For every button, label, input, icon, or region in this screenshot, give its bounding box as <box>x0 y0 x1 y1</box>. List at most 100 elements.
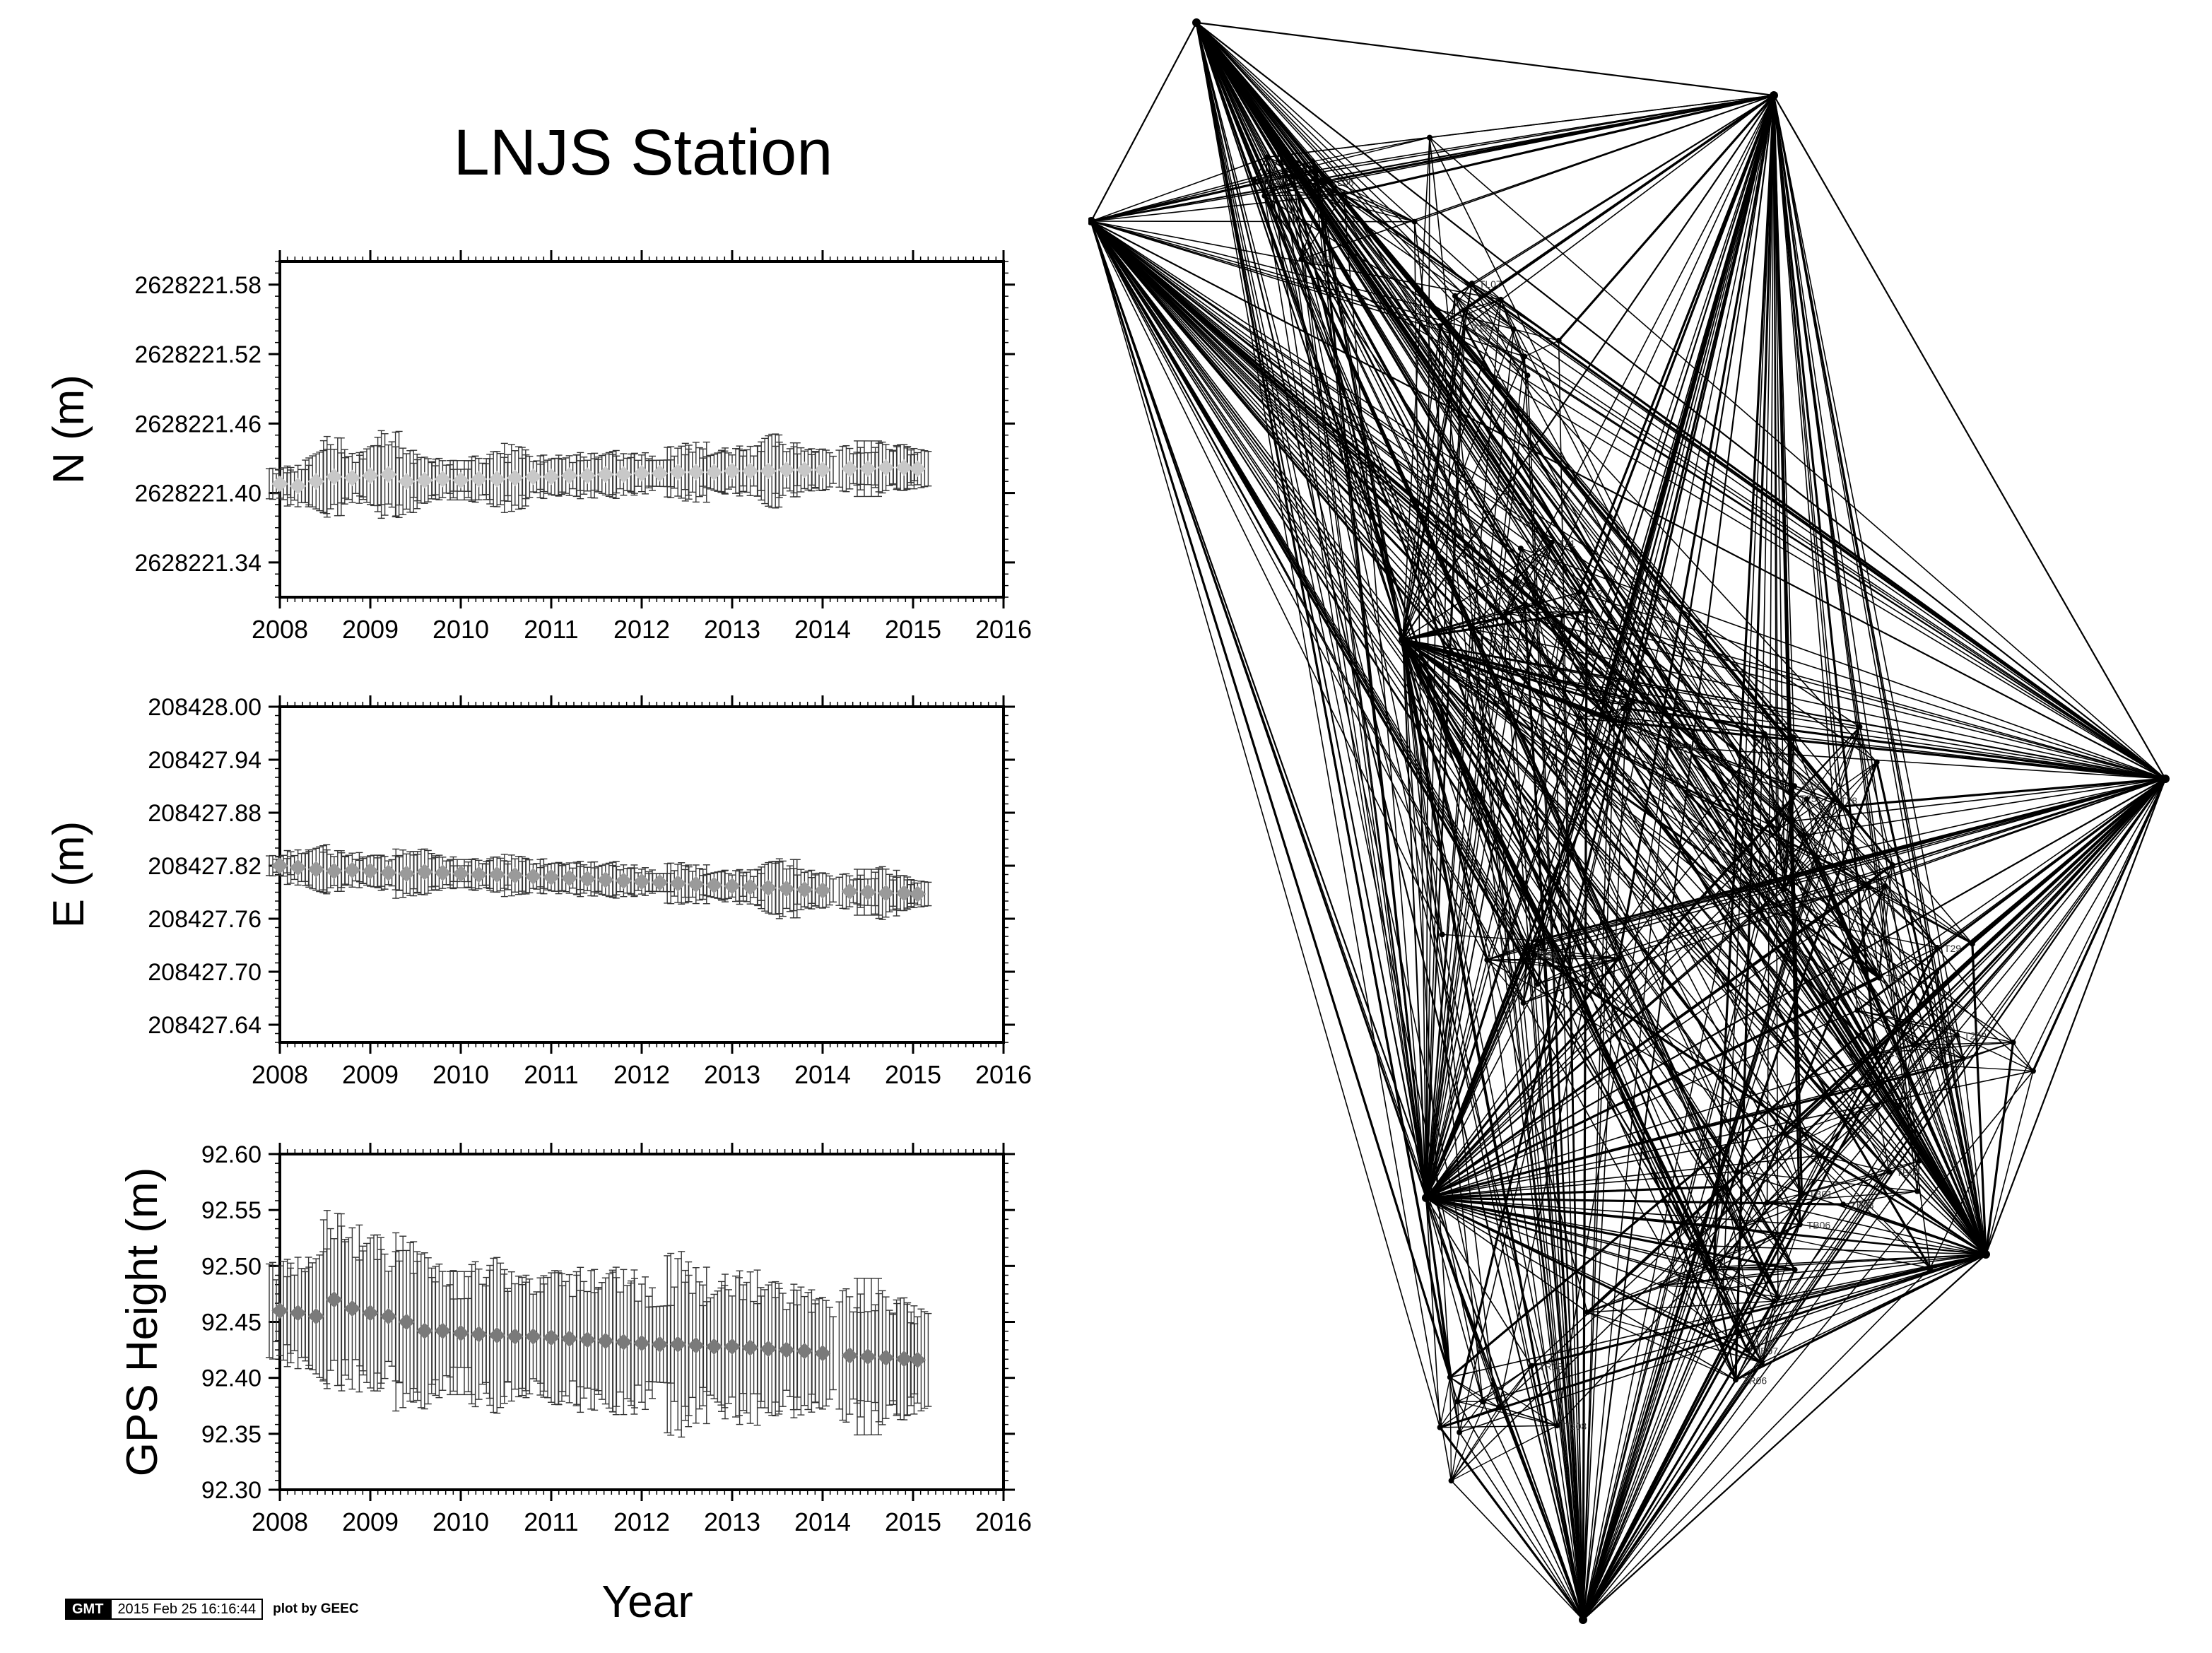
baseline <box>1840 777 2167 808</box>
baseline <box>1449 1377 1452 1481</box>
data-point <box>380 864 397 881</box>
baseline <box>1090 220 1890 1173</box>
data-point <box>895 885 912 902</box>
station-marker <box>1960 1055 1966 1061</box>
data-point <box>651 1336 669 1353</box>
station-label: TL07 <box>1479 278 1502 290</box>
data-point <box>796 1342 813 1360</box>
baseline <box>1482 1254 1987 1403</box>
x-tick-label: 2016 <box>975 615 1032 644</box>
baseline <box>1724 1186 1775 1302</box>
baseline <box>1470 628 1555 680</box>
hub-station-marker <box>1088 217 1095 225</box>
baseline <box>1195 21 1404 641</box>
station-marker <box>1934 969 1940 975</box>
station-label: TL06 <box>1331 177 1354 188</box>
chart-title: LNJS Station <box>453 117 833 189</box>
data-point <box>507 1328 524 1345</box>
baseline <box>1090 220 1724 1290</box>
baseline <box>1471 283 1560 341</box>
baseline <box>1722 1288 1748 1351</box>
baseline <box>1912 1042 2014 1046</box>
station-label: T35 <box>1535 949 1552 960</box>
station-marker <box>1276 150 1283 156</box>
baseline <box>1724 1186 1796 1271</box>
station-marker <box>1630 699 1636 705</box>
baseline <box>1090 220 1502 300</box>
station-marker <box>1484 957 1490 963</box>
baseline <box>1735 1362 1763 1381</box>
baseline <box>1450 1365 1532 1481</box>
station-label: T28 <box>1840 795 1857 806</box>
baseline <box>1524 355 1584 1620</box>
station-marker <box>1448 1478 1454 1484</box>
baseline <box>1892 864 1987 1255</box>
baseline <box>1524 542 1552 606</box>
station-marker <box>1789 794 1796 801</box>
baseline <box>1090 160 1314 222</box>
baseline <box>1402 639 1524 1004</box>
baseline <box>1266 156 1427 1199</box>
y-tick-label: 92.40 <box>201 1365 261 1392</box>
gps-network-diagram: TL04TL05TL06TL07T17T21T22T23T25T28T29T31… <box>1088 18 2170 1624</box>
data-point <box>909 1351 926 1369</box>
baseline <box>1450 1384 1494 1481</box>
baseline <box>1763 733 1795 739</box>
baseline <box>1454 295 1529 376</box>
baseline <box>1493 1384 1558 1426</box>
baseline <box>1536 940 1584 1620</box>
data-point <box>434 471 452 488</box>
data-point <box>705 1338 723 1355</box>
station-marker <box>1736 1225 1743 1232</box>
baseline <box>1632 95 1775 703</box>
station-marker <box>1341 191 1347 197</box>
station-marker <box>1792 1266 1798 1273</box>
baseline <box>1722 1288 1779 1298</box>
baseline <box>1618 94 1775 960</box>
baseline <box>1884 886 1938 948</box>
station-marker <box>1567 965 1574 972</box>
baseline <box>1912 1045 1964 1059</box>
station-marker <box>1770 1298 1777 1305</box>
baseline <box>1739 1171 1890 1229</box>
x-tick-label: 2013 <box>704 1507 760 1536</box>
baseline <box>1524 340 1560 358</box>
baseline <box>1463 310 2166 780</box>
station-marker <box>1817 1153 1823 1159</box>
baseline <box>1413 220 1584 1620</box>
data-markers <box>271 857 926 902</box>
baseline <box>1857 1009 1914 1046</box>
data-point <box>841 1347 859 1364</box>
baseline <box>1090 220 1552 543</box>
data-point <box>307 861 324 878</box>
baseline <box>1622 707 2167 780</box>
baseline <box>1425 1045 1914 1199</box>
baseline <box>1537 958 1620 985</box>
baseline <box>1814 854 1987 1255</box>
baseline <box>1264 152 1281 196</box>
baseline <box>1898 1045 1914 1108</box>
baseline <box>1090 220 2167 780</box>
data-point <box>560 467 578 484</box>
baseline <box>1841 806 1893 866</box>
baseline <box>1470 628 1584 1620</box>
baseline <box>1522 940 1539 961</box>
baseline <box>1761 778 2166 1364</box>
baseline <box>1582 1245 1693 1620</box>
baseline <box>1090 168 1318 223</box>
data-point <box>524 468 542 486</box>
baseline <box>1582 94 1775 1621</box>
baseline <box>1425 799 1834 1199</box>
baseline <box>1522 1002 1584 1620</box>
baseline <box>1090 220 1795 739</box>
baseline <box>1486 940 1539 960</box>
baseline <box>1533 953 1620 959</box>
baseline <box>1438 324 1987 1256</box>
baseline <box>2032 777 2167 1073</box>
baseline <box>1570 967 1584 1620</box>
baseline <box>1520 548 1563 616</box>
baseline <box>1264 194 1344 196</box>
baseline <box>1842 1190 1918 1205</box>
data-point <box>814 882 831 899</box>
data-point <box>452 865 469 882</box>
